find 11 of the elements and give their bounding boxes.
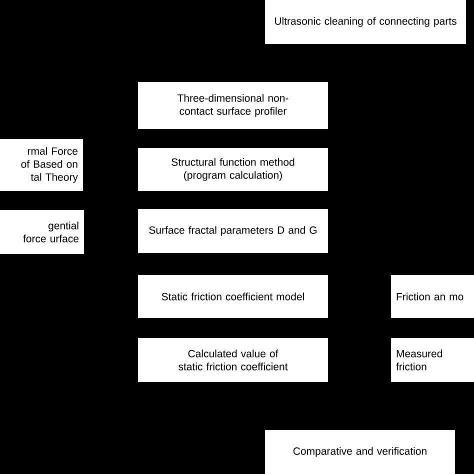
process-box: Friction an mo bbox=[391, 275, 474, 318]
process-box: Ultrasonic cleaning of connecting parts bbox=[265, 0, 466, 44]
process-box: Structural function method (program calculation) bbox=[138, 148, 328, 191]
process-box: Calculated value of static friction coefficient bbox=[138, 338, 328, 382]
process-box: gential force urface bbox=[0, 210, 84, 254]
process-box: Measured friction bbox=[391, 338, 474, 382]
process-box: Static friction coefficient model bbox=[138, 275, 328, 318]
process-box: rmal Force of Based on tal Theory bbox=[0, 139, 83, 191]
process-box: Surface fractal parameters D and G bbox=[138, 209, 328, 253]
process-box: Three-dimensional non-contact surface profiler bbox=[138, 82, 328, 129]
process-box: Comparative and verification bbox=[265, 430, 455, 474]
